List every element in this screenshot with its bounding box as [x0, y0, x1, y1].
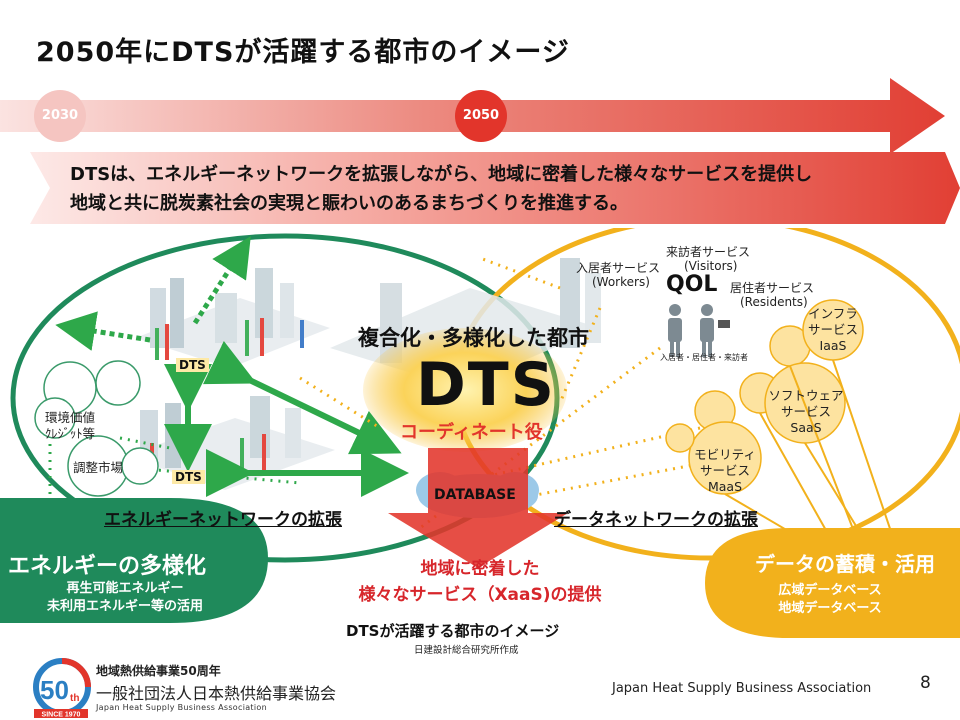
data-utilization-panel	[705, 528, 960, 638]
energy-network-label: エネルギーネットワークの拡張	[104, 510, 342, 530]
center-heading: 複合化・多様化した都市	[358, 326, 589, 350]
visitors-en-label: (Visitors)	[684, 259, 738, 273]
logo-org-name-en: Japan Heat Supply Business Association	[96, 703, 267, 712]
qol-caption: 入居者・居住者・来訪者	[660, 353, 748, 362]
energy-diversification-panel	[0, 498, 268, 623]
timeline-2030-marker	[34, 90, 86, 142]
visitors-service-label: 来訪者サービス	[666, 245, 751, 259]
energy-diversification-title: エネルギーの多様化	[8, 554, 207, 579]
page-number: 8	[920, 673, 931, 693]
timeline-2050-marker	[455, 90, 507, 142]
description: DTSは、エネルギーネットワークを拡張しながら、地域に密着した様々なサービスを提…	[70, 160, 950, 218]
anniversary-logo: 50 th SINCE 1970	[33, 658, 91, 719]
logo-since: SINCE 1970	[42, 712, 81, 719]
data-utilization-title: データの蓄積・活用	[755, 552, 935, 576]
qol-label: QOL	[666, 272, 718, 297]
people-icon	[668, 304, 730, 357]
dts-tag-upper: DTS	[176, 358, 209, 372]
residents-service-label: 居住者サービス	[730, 281, 815, 295]
env-value-text: 環境価値 ｸﾚｼﾞｯﾄ等	[44, 410, 95, 441]
description-band	[30, 152, 960, 224]
workers-en-label: (Workers)	[592, 275, 650, 289]
energy-diversification-subtitle: 再生可能エネルギー 未利用エネルギー等の活用	[46, 581, 203, 614]
energy-link-arrow-1	[202, 340, 402, 455]
database-label: DATABASE	[434, 487, 516, 503]
description-line-2: 地域と共に脱炭素社会の実現と賑わいのあるまちづくりを推進する。	[70, 193, 628, 214]
software-service-text: ソフトウェア サービス SaaS	[768, 388, 844, 435]
logo-org-name: 一般社団法人日本熱供給事業協会	[96, 684, 337, 703]
timeline-arrow	[0, 78, 945, 154]
mobility-service-text: モビリティ サービス MaaS	[694, 447, 756, 494]
figure-caption: DTSが活躍する都市のイメージ	[346, 622, 560, 640]
dts-label: DTS	[416, 350, 556, 420]
figure-credit: 日建設計総合研究所作成	[414, 645, 519, 656]
timeline-2050-label: 2050	[462, 108, 500, 123]
dts-glow	[363, 328, 567, 452]
city-block-upper-left	[135, 268, 330, 368]
logo-anniversary-text: 地域熱供給事業50周年	[96, 664, 221, 678]
dts-tag-lower: DTS	[172, 470, 205, 484]
city-diagram	[0, 228, 960, 638]
footer-association: Japan Heat Supply Business Association	[612, 681, 872, 696]
service-down-arrow	[388, 448, 568, 568]
market-text: 調整市場	[72, 460, 123, 475]
expansion-arrow-up	[192, 236, 251, 325]
workers-service-label: 入居者サービス	[576, 261, 661, 275]
data-utilization-subtitle: 広域データベース 地域データベース	[778, 583, 882, 616]
residents-en-label: (Residents)	[740, 295, 808, 309]
coordinator-label: コーディネート役	[400, 422, 543, 443]
data-network-label: データネットワークの拡張	[554, 510, 758, 530]
page-title: 2050年にDTSが活躍する都市のイメージ	[36, 37, 570, 68]
description-line-1: DTSは、エネルギーネットワークを拡張しながら、地域に密着した様々なサービスを提…	[70, 164, 813, 185]
timeline-2030-label: 2030	[41, 108, 79, 123]
expansion-arrow-left	[55, 311, 151, 351]
infra-service-text: インフラ サービス IaaS	[807, 306, 858, 353]
xaas-service-text: 地域に密着した 様々なサービス（XaaS)の提供	[358, 559, 602, 605]
logo-fifty: 50	[40, 675, 69, 705]
logo-th: th	[70, 693, 79, 704]
